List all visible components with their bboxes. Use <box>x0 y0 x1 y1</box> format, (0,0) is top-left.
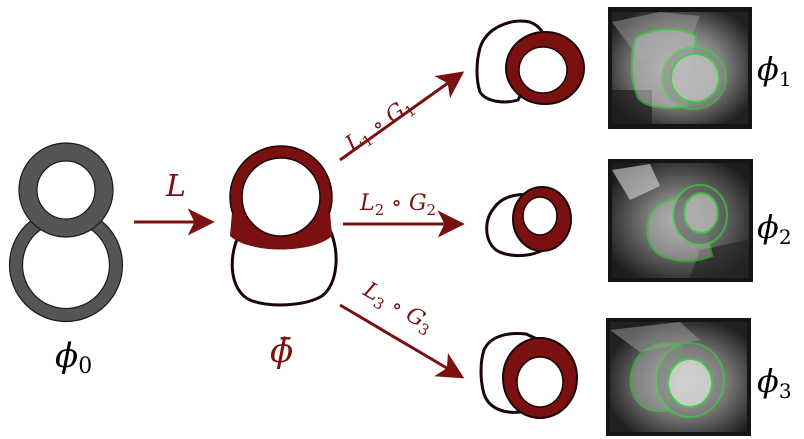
deformed-shape-1-icon <box>475 19 585 105</box>
label-L: L <box>165 169 186 204</box>
mri-slice-1 <box>608 7 752 129</box>
label-phi1: ϕ1 <box>757 50 792 91</box>
mri-slice-3 <box>606 318 751 436</box>
template-shape-icon <box>8 142 124 323</box>
deformed-shape-3-icon <box>479 332 578 419</box>
arrow-t1 <box>339 71 465 162</box>
label-t1: L1 ∘ G1 <box>340 93 419 160</box>
mean-shape-icon <box>229 145 338 307</box>
label-t3: L3 ∘ G3 <box>357 277 438 340</box>
label-t2: L2 ∘ G2 <box>359 191 436 219</box>
mri-slice-2 <box>608 159 753 282</box>
label-phi0: ϕ0 <box>55 336 92 379</box>
label-phibar: ϕ̄ <box>270 331 293 371</box>
label-phi3: ϕ3 <box>757 362 792 403</box>
deformed-shape-2-icon <box>485 186 572 257</box>
arrow-t3 <box>339 303 465 379</box>
label-phi2: ϕ2 <box>757 208 792 249</box>
